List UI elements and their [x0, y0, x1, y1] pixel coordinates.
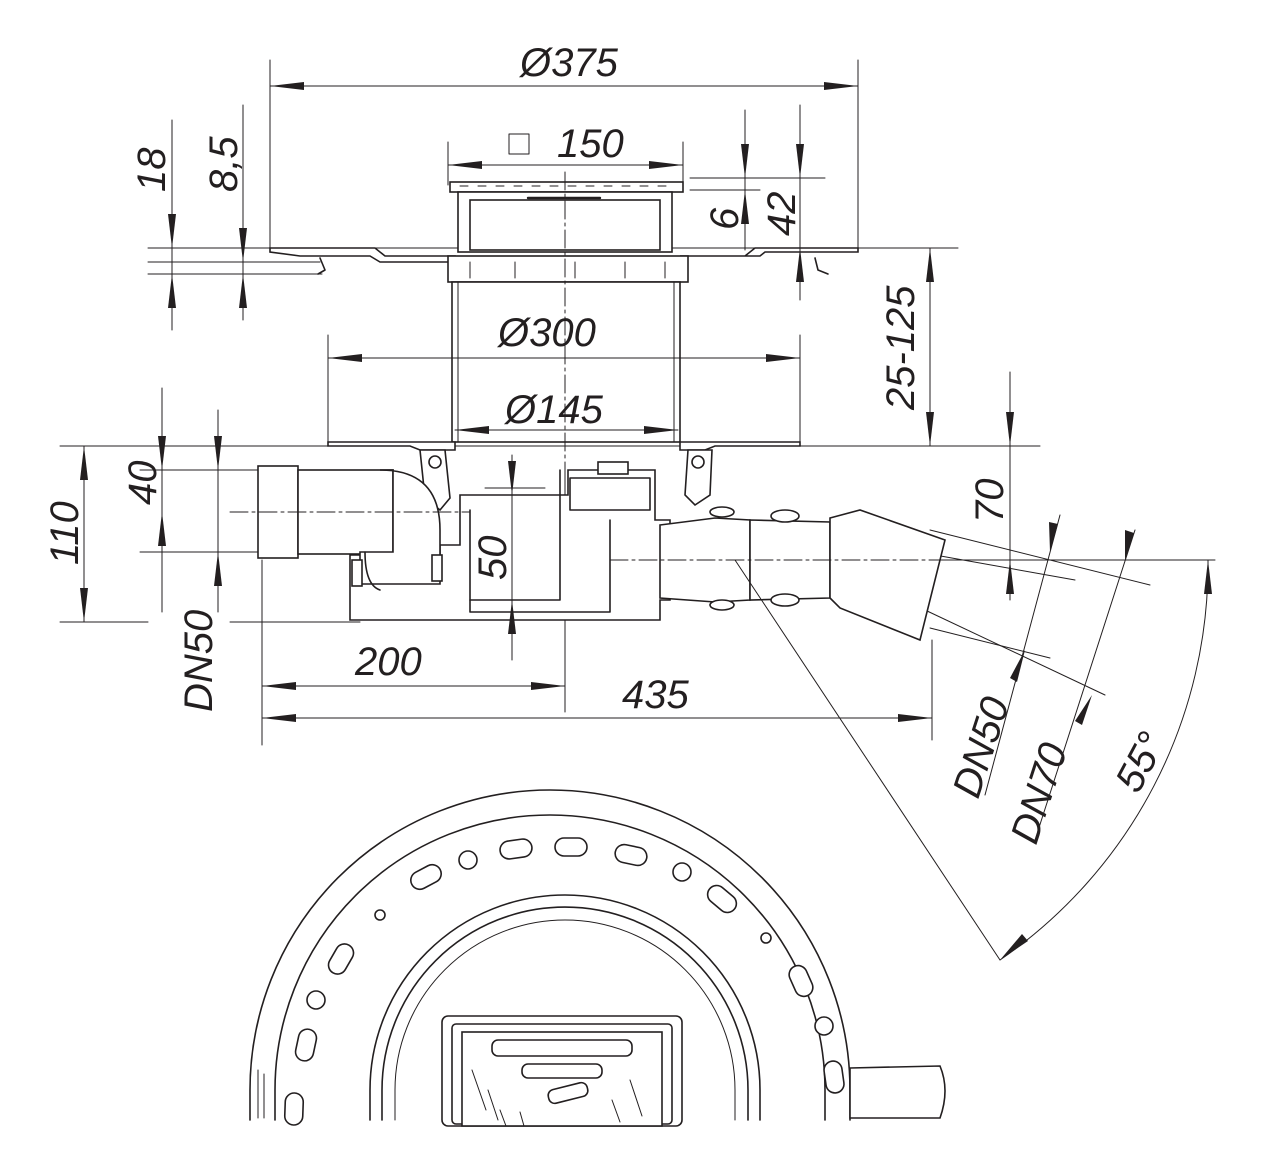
dim-inlet-nominal: DN50 [177, 610, 221, 712]
top-flange [269, 247, 859, 275]
dim-total-length: 435 [622, 673, 689, 717]
dim-top-diameter: Ø375 [518, 41, 619, 85]
grate-frame [447, 181, 689, 283]
side-inlet [229, 465, 471, 591]
dim-total-height: 110 [43, 501, 87, 565]
dim-outlet-dn50: DN50 [945, 692, 1018, 803]
dim-axis-distance: 200 [354, 640, 422, 684]
section-view: Ø375 150 Ø300 Ø145 18 8,5 6 42 25-125 40… [43, 41, 1216, 961]
dim-body-diameter: Ø300 [496, 311, 596, 355]
dim-trap-seal: 50 [471, 536, 515, 581]
dim-outlet-dn70: DN70 [1003, 738, 1076, 849]
dim-grate-square: 150 [557, 122, 624, 166]
dim-flange-step: 8,5 [202, 136, 246, 192]
square-symbol [508, 133, 530, 155]
dim-outlet-angle: 55° [1107, 725, 1174, 799]
dim-adjust-range: 25-125 [879, 285, 923, 411]
dim-inlet-height: 40 [121, 461, 165, 506]
dimension-labels: Ø375 150 Ø300 Ø145 18 8,5 6 42 25-125 40… [43, 41, 1174, 849]
dim-pipe-diameter: Ø145 [503, 388, 604, 432]
outlet-pipe [609, 506, 1001, 961]
extension-pipe [451, 281, 681, 443]
plan-view [249, 789, 946, 1127]
lower-flange [327, 441, 801, 512]
dimension-arrows [80, 82, 1212, 960]
dim-frame-height: 42 [760, 192, 804, 237]
angle-arc [999, 559, 1209, 961]
rim-slots [283, 837, 845, 1126]
rim-holes [306, 850, 834, 1036]
dim-grate-offset: 6 [703, 207, 747, 230]
dim-flange-thickness: 18 [130, 147, 174, 192]
dim-outlet-height: 70 [968, 479, 1012, 524]
plan-grate [441, 1015, 683, 1127]
